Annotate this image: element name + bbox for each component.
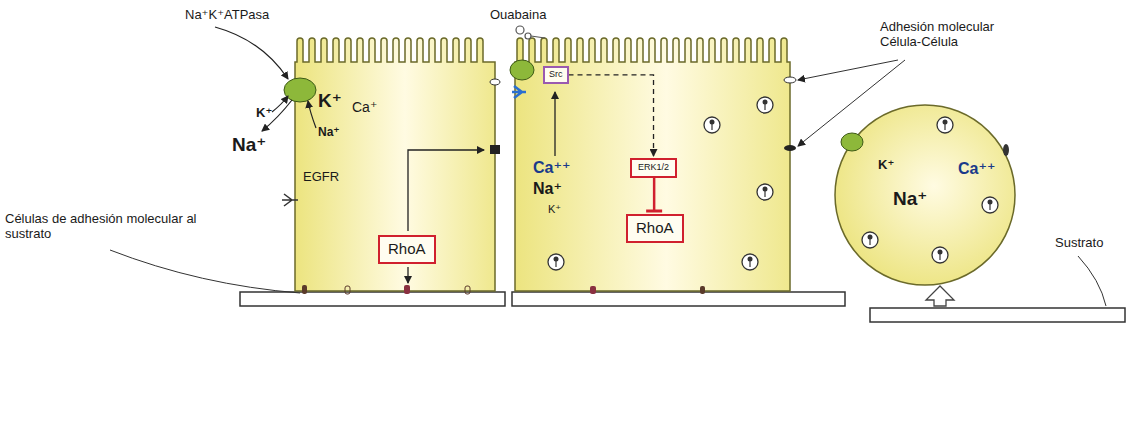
vesicle-cargo [943, 120, 948, 125]
epithelial-cell [515, 38, 790, 291]
substrate-adhesion [302, 285, 705, 294]
box-text: Src [549, 70, 563, 80]
label: K⁺ [318, 90, 342, 112]
vesicle-cargo [555, 261, 556, 267]
signal-box: Src [543, 66, 569, 84]
label: Células de adhesión molecular al sustrat… [5, 212, 237, 242]
detach-arrow [926, 286, 954, 306]
box-text: RhoA [388, 241, 426, 258]
substrate [512, 292, 845, 306]
label: K⁺ [548, 203, 561, 216]
vesicle [937, 117, 953, 133]
detached-cell [835, 105, 1015, 285]
label: Sustrato [1055, 236, 1103, 251]
vesicle-cargo [869, 239, 870, 245]
vesicle [932, 247, 948, 263]
label: Adhesión molecular Célula-Célula [880, 20, 1030, 50]
vesicle-cargo [749, 261, 750, 267]
signal-connector [569, 75, 654, 156]
vesicle-cargo [938, 250, 943, 255]
label: Na⁺K⁺ATPasa [185, 8, 269, 23]
inhibition-head [646, 210, 662, 213]
label: Na⁺ [318, 126, 340, 140]
label: EGFR [303, 170, 339, 185]
vesicle-cargo [868, 235, 873, 240]
label: Na⁺ [232, 134, 266, 156]
vesicle [982, 197, 998, 213]
cell-cell-adhesion [490, 77, 1009, 156]
ouabain-molecule [516, 26, 545, 39]
vesicle-cargo [989, 204, 990, 210]
na-k-pump [510, 60, 534, 80]
egfr-receptor [282, 194, 298, 206]
vesicle [757, 97, 773, 113]
label: Na⁺ [533, 180, 562, 198]
vesicle-cargo [944, 124, 945, 130]
label: Ouabaina [490, 8, 546, 23]
label: K⁺ [878, 158, 894, 173]
vesicle-cargo [763, 187, 768, 192]
vesicle [742, 254, 758, 270]
vesicle-cargo [748, 257, 753, 262]
na-k-pump [284, 78, 316, 102]
leader-line [110, 60, 1106, 306]
vesicles [548, 97, 998, 270]
signal-box: RhoA [626, 214, 684, 243]
label: K⁺ [256, 106, 272, 121]
vesicle-cargo [711, 124, 712, 130]
receptor [512, 86, 526, 98]
label: Ca⁺⁺ [958, 160, 995, 178]
signal-box: ERK1/2 [630, 158, 677, 178]
label: Ca⁺⁺ [533, 159, 570, 177]
label: Ca⁺ [352, 99, 377, 115]
vesicle-cargo [988, 200, 993, 205]
vesicle-cargo [764, 191, 765, 197]
substrate [870, 308, 1125, 322]
inhibition-line [653, 178, 656, 211]
box-text: RhoA [636, 220, 674, 237]
vesicle [862, 232, 878, 248]
signal-box: RhoA [378, 235, 436, 264]
epithelial-cell [295, 38, 495, 291]
vesicle-cargo [939, 254, 940, 260]
vesicle [757, 184, 773, 200]
vesicle-cargo [764, 104, 765, 110]
na-k-pump [841, 133, 863, 151]
vesicle-cargo [710, 120, 715, 125]
signal-arrow [554, 92, 555, 156]
substrate [240, 292, 505, 306]
vesicle-cargo [763, 100, 768, 105]
ion-arrows [215, 27, 316, 131]
label: Na⁺ [893, 188, 927, 210]
box-text: ERK1/2 [638, 163, 669, 173]
vesicle [704, 117, 720, 133]
vesicle [548, 254, 564, 270]
vesicle-cargo [554, 257, 559, 262]
